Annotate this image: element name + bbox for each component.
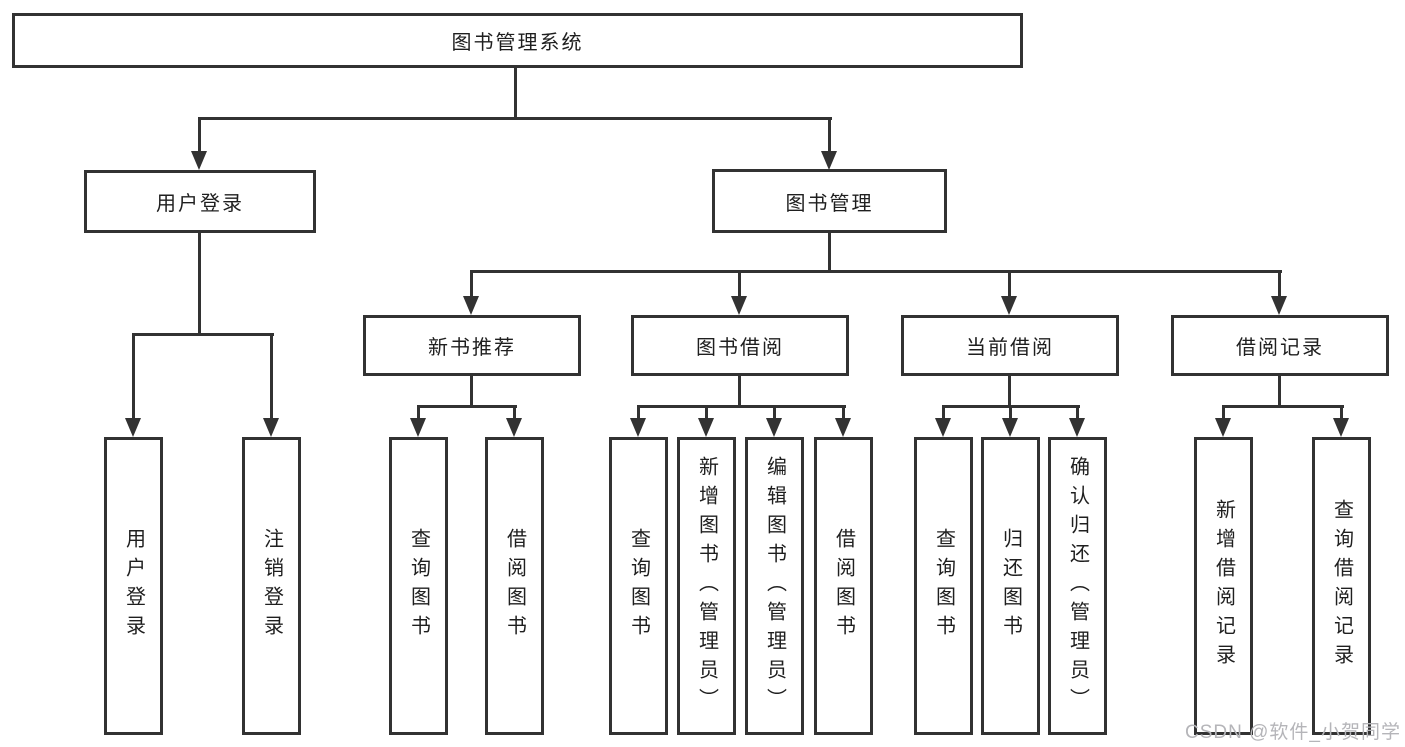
leaf-add-book-admin: 新增图书（管理员） — [677, 437, 736, 735]
arrow-down-icon — [1002, 418, 1018, 437]
connector-book-management-stem — [828, 233, 831, 273]
connector-drop-book-borrow — [738, 270, 741, 298]
leaf-borrow-books: 借阅图书 — [814, 437, 873, 735]
connector-drop-new-book — [470, 270, 473, 298]
connector-drop — [1340, 405, 1343, 421]
node-current-borrow: 当前借阅 — [901, 315, 1119, 376]
connector-drop-user-login — [198, 117, 201, 153]
leaf-logout: 注销登录 — [242, 437, 301, 735]
connector-current-borrow-stem — [1008, 376, 1011, 408]
connector-new-book-bus — [417, 405, 517, 408]
connector-user-login-stem — [198, 233, 201, 336]
leaf-confirm-return-admin: 确认归还（管理员） — [1048, 437, 1107, 735]
connector-drop — [773, 405, 776, 421]
connector-drop — [513, 405, 516, 421]
connector-book-borrow-stem — [738, 376, 741, 408]
connector-drop — [417, 405, 420, 421]
node-book-borrow: 图书借阅 — [631, 315, 849, 376]
arrow-down-icon — [125, 418, 141, 437]
leaf-edit-book-admin: 编辑图书（管理员） — [745, 437, 804, 735]
leaf-add-borrow-record: 新增借阅记录 — [1194, 437, 1253, 735]
leaf-query-books-recommend: 查询图书 — [389, 437, 448, 735]
connector-drop-current-borrow — [1008, 270, 1011, 298]
leaf-query-books-borrow: 查询图书 — [609, 437, 668, 735]
node-root: 图书管理系统 — [12, 13, 1023, 68]
arrow-down-icon — [698, 418, 714, 437]
leaf-borrow-books-recommend: 借阅图书 — [485, 437, 544, 735]
csdn-watermark: CSDN @软件_小贺同学 — [1185, 722, 1401, 743]
arrow-down-icon — [506, 418, 522, 437]
arrow-down-icon — [630, 418, 646, 437]
connector-user-login-bus — [132, 333, 274, 336]
connector-drop — [942, 405, 945, 421]
connector-drop — [1222, 405, 1225, 421]
connector-drop — [637, 405, 640, 421]
arrow-down-icon — [1069, 418, 1085, 437]
node-new-book-recommend: 新书推荐 — [363, 315, 581, 376]
node-borrow-record: 借阅记录 — [1171, 315, 1389, 376]
node-user-login: 用户登录 — [84, 170, 316, 233]
connector-root-bus — [198, 117, 832, 120]
connector-drop — [842, 405, 845, 421]
arrow-down-icon — [821, 151, 837, 170]
connector-drop-borrow-record — [1278, 270, 1281, 298]
arrow-down-icon — [1001, 296, 1017, 315]
connector-drop-leaf-logout — [270, 333, 273, 420]
connector-book-management-bus — [470, 270, 1282, 273]
arrow-down-icon — [1215, 418, 1231, 437]
connector-borrow-record-bus — [1222, 405, 1344, 408]
connector-borrow-record-stem — [1278, 376, 1281, 408]
arrow-down-icon — [766, 418, 782, 437]
node-book-management: 图书管理 — [712, 169, 947, 233]
arrow-down-icon — [1333, 418, 1349, 437]
arrow-down-icon — [835, 418, 851, 437]
connector-book-borrow-bus — [637, 405, 846, 408]
connector-drop-book-management — [828, 117, 831, 153]
leaf-return-books: 归还图书 — [981, 437, 1040, 735]
arrow-down-icon — [1271, 296, 1287, 315]
connector-drop-leaf-user-login — [132, 333, 135, 420]
arrow-down-icon — [731, 296, 747, 315]
connector-drop — [705, 405, 708, 421]
connector-drop — [1009, 405, 1012, 421]
arrow-down-icon — [463, 296, 479, 315]
leaf-user-login: 用户登录 — [104, 437, 163, 735]
leaf-query-books-current: 查询图书 — [914, 437, 973, 735]
connector-new-book-stem — [470, 376, 473, 408]
arrow-down-icon — [263, 418, 279, 437]
connector-root-stem — [514, 68, 517, 120]
connector-drop — [1076, 405, 1079, 421]
arrow-down-icon — [935, 418, 951, 437]
arrow-down-icon — [191, 151, 207, 170]
leaf-query-borrow-record: 查询借阅记录 — [1312, 437, 1371, 735]
arrow-down-icon — [410, 418, 426, 437]
